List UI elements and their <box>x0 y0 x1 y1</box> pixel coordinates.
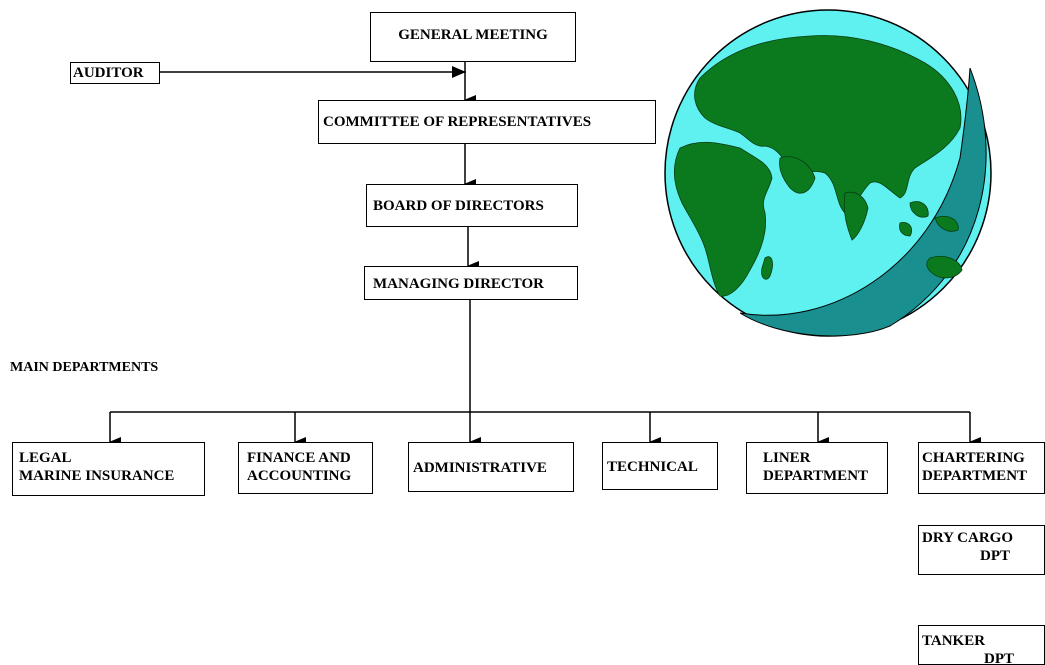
dept-administrative-line1: ADMINISTRATIVE <box>413 460 547 476</box>
dept-finance-line1: FINANCE AND <box>247 450 351 466</box>
globe-icon <box>664 9 992 337</box>
dept-chartering-line2: DEPARTMENT <box>922 468 1028 484</box>
dept-legal-line1: LEGAL <box>19 450 72 466</box>
dept-administrative-box: ADMINISTRATIVE <box>408 442 574 492</box>
board-box: BOARD OF DIRECTORS <box>366 184 578 227</box>
dept-legal-box: LEGAL MARINE INSURANCE <box>12 442 205 496</box>
general-meeting-box: GENERAL MEETING <box>370 12 576 62</box>
connector-lines <box>109 62 981 447</box>
subdept-tanker-box: TANKER DPT <box>918 625 1045 665</box>
dept-chartering-line1: CHARTERING <box>922 450 1025 466</box>
general-meeting-label: GENERAL MEETING <box>398 27 548 43</box>
subdept-dry-cargo-box: DRY CARGO DPT <box>918 525 1045 575</box>
main-departments-label: MAIN DEPARTMENTS <box>10 360 159 375</box>
committee-box: COMMITTEE OF REPRESENTATIVES <box>318 100 656 144</box>
dept-technical-line1: TECHNICAL <box>607 459 698 475</box>
dept-legal-line2: MARINE INSURANCE <box>19 468 175 484</box>
managing-director-box: MANAGING DIRECTOR <box>364 266 578 300</box>
dept-liner-line1: LINER <box>763 450 811 466</box>
subdept-dry-cargo-line2: DPT <box>980 548 1010 564</box>
dept-finance-box: FINANCE AND ACCOUNTING <box>238 442 373 494</box>
committee-label: COMMITTEE OF REPRESENTATIVES <box>323 114 592 130</box>
dept-liner-box: LINER DEPARTMENT <box>746 442 888 494</box>
subdept-dry-cargo-line1: DRY CARGO <box>922 530 1013 546</box>
subdept-tanker-line2: DPT <box>984 651 1014 665</box>
dept-liner-line2: DEPARTMENT <box>763 468 869 484</box>
dept-finance-line2: ACCOUNTING <box>247 468 352 484</box>
auditor-label: AUDITOR <box>73 65 144 81</box>
managing-director-label: MANAGING DIRECTOR <box>373 276 544 292</box>
dept-technical-box: TECHNICAL <box>602 442 718 490</box>
auditor-box: AUDITOR <box>70 62 160 84</box>
dept-chartering-box: CHARTERING DEPARTMENT <box>918 442 1045 494</box>
subdept-tanker-line1: TANKER <box>922 633 986 649</box>
board-label: BOARD OF DIRECTORS <box>373 198 544 214</box>
